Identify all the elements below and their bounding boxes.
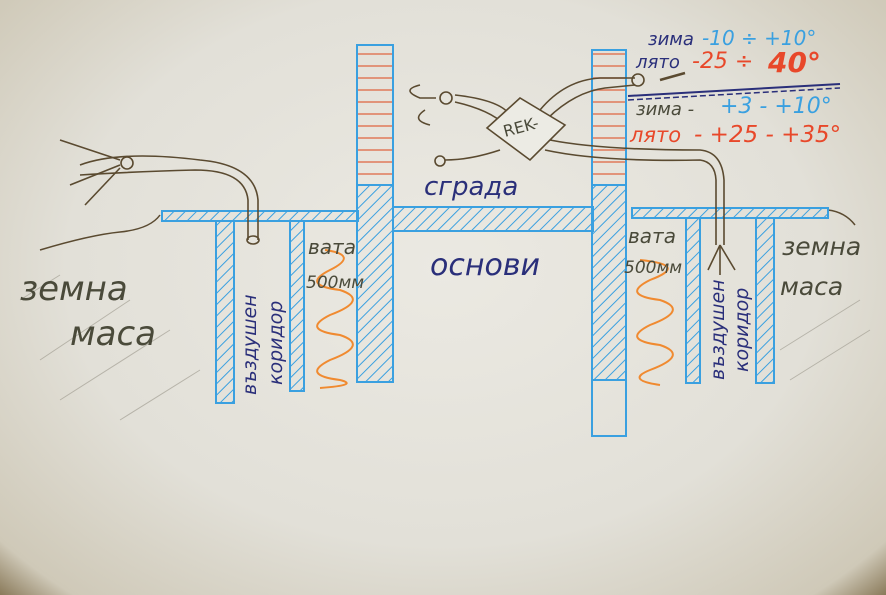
ground-label-left-2: маса xyxy=(70,314,156,354)
outside-summer-range-b: 40° xyxy=(767,46,821,79)
terrain-line-left xyxy=(39,214,161,251)
foundation-slab xyxy=(392,206,594,232)
corridor-inner-wall-left xyxy=(289,220,305,392)
insulation-label-right-1: вата xyxy=(628,224,676,248)
corridor-winter-label: зима - xyxy=(636,99,694,120)
outside-summer-range-a: -25 ÷ xyxy=(692,49,753,74)
terrain-line-right xyxy=(827,209,856,226)
ground-hatching-right xyxy=(779,299,871,381)
ground-label-right-1: земна xyxy=(782,232,861,261)
corridor-winter-range: +3 - +10° xyxy=(720,94,832,119)
foundation-wall-right xyxy=(591,184,627,381)
insulation-label-right-2: 500мм xyxy=(624,258,682,278)
air-corridor-right-2: коридор xyxy=(731,288,753,372)
corridor-summer-label: лято xyxy=(629,123,681,147)
ground-label-left-1: земна xyxy=(20,269,128,309)
corridor-inner-wall-right xyxy=(685,217,701,384)
building-wall-left xyxy=(356,44,394,186)
building-wall-right xyxy=(591,49,627,186)
foundation-wall-right-lower xyxy=(591,379,627,437)
foundation-wall-left xyxy=(356,184,394,383)
corridor-outer-wall-right xyxy=(755,217,775,384)
foundation-label: основи xyxy=(430,248,540,283)
outside-winter-label: зима xyxy=(648,29,694,50)
ground-slab-right xyxy=(631,207,829,219)
air-pipes xyxy=(59,71,736,275)
building-label: сграда xyxy=(424,172,518,202)
insulation-coil-left xyxy=(316,249,354,389)
corridor-outer-wall-left xyxy=(215,220,235,404)
insulation-label-left-2: 500мм xyxy=(306,273,364,293)
air-corridor-left-2: коридор xyxy=(265,301,287,385)
insulation-coil-right xyxy=(636,259,674,386)
ground-label-right-2: маса xyxy=(780,272,843,301)
roof-line xyxy=(627,83,841,101)
air-corridor-left-1: въздушен xyxy=(239,294,261,395)
ground-hatching-left xyxy=(19,274,201,421)
corridor-summer-range: - +25 - +35° xyxy=(694,122,841,148)
air-corridor-right-1: въздушен xyxy=(707,279,729,380)
outside-summer-label: лято xyxy=(635,52,680,73)
outside-winter-range: -10 ÷ +10° xyxy=(702,26,816,50)
recuperator-box xyxy=(485,97,567,162)
ground-slab-left xyxy=(161,210,359,222)
insulation-label-left-1: вата xyxy=(308,235,356,259)
